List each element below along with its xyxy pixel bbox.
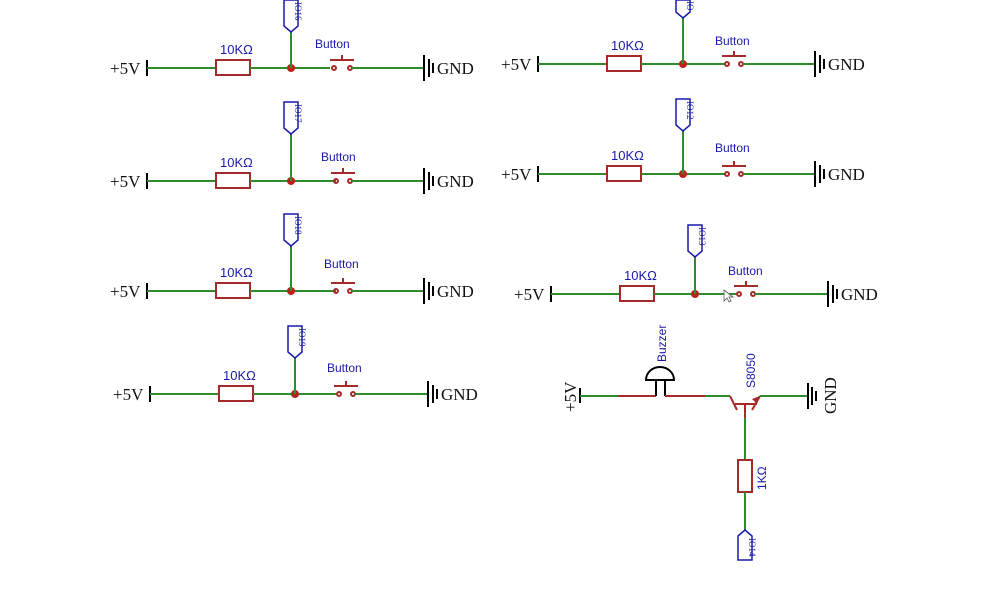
resistor-label: 1KΩ [755,466,769,490]
buzzer-label: Buzzer [655,325,669,362]
net-label-io12 [675,98,691,132]
resistor-label: 10KΩ [624,268,657,283]
supply-label: +5V [110,282,141,301]
button-circuit-1: +5V 10KΩ IO16 Button GND [110,0,474,81]
net-label-io17 [283,101,299,135]
ground-label: GND [437,282,474,301]
button-circuit-6: +5V 10KΩ IO12 Button GND [501,98,865,187]
push-button [331,168,355,184]
resistor-10k [215,172,251,189]
button-circuit-5: +5V 10KΩ IO Button GND [501,0,865,77]
button-label: Button [728,264,763,278]
resistor-10k [215,59,251,76]
ground-label: GND [437,172,474,191]
net-label-io13 [687,224,703,258]
net-label-text: IO [685,1,695,11]
net-label-text: IO12 [685,101,695,120]
button-circuit-2: +5V 10KΩ IO17 Button GND [110,101,474,194]
transistor-s8050 [729,395,761,418]
resistor-label: 10KΩ [220,42,253,57]
net-label-text: IO13 [697,227,707,246]
resistor-10k [606,55,642,72]
resistor-label: 10KΩ [611,148,644,163]
ground-label: GND [828,55,865,74]
net-label-text: IO14 [747,538,757,557]
push-button [330,55,354,71]
supply-label: +5V [514,285,545,304]
net-label-io16 [283,0,299,33]
button-circuit-7: +5V 10KΩ IO13 Button GND [514,224,878,307]
supply-label: +5V [561,381,580,412]
button-label: Button [715,141,750,155]
ground-label: GND [437,59,474,78]
button-label: Button [315,37,350,51]
resistor-10k [619,285,655,302]
resistor-label: 10KΩ [220,265,253,280]
ground-label: GND [841,285,878,304]
emitter-arrow [752,396,760,404]
net-label-text: IO17 [293,104,303,123]
net-label-text: IO18 [293,216,303,235]
net-label-io19 [287,325,303,359]
button-label: Button [715,34,750,48]
push-button [722,161,746,177]
net-label-text: IO19 [297,328,307,347]
net-label-io-partial [675,0,691,19]
transistor-label: S8050 [744,353,758,388]
button-circuit-3: +5V 10KΩ IO18 Button GND [110,213,474,304]
resistor-10k [215,282,251,299]
resistor-label: 10KΩ [611,38,644,53]
push-button [334,381,358,397]
net-label-text: IO16 [293,2,303,21]
buzzer-circuit: +5V Buzzer S8050 GND 1KΩ [561,325,840,561]
resistor-10k [218,385,254,402]
ground-label: GND [828,165,865,184]
button-label: Button [324,257,359,271]
supply-label: +5V [110,172,141,191]
net-label-io18 [283,213,299,247]
resistor-label: 10KΩ [223,368,256,383]
button-circuit-4: +5V 10KΩ IO19 Button GND [113,325,478,407]
push-button [331,278,355,294]
resistor-1k [737,459,753,493]
supply-label: +5V [501,165,532,184]
buzzer-symbol [644,366,676,396]
supply-label: +5V [110,59,141,78]
mouse-cursor-icon [723,289,735,303]
net-label-io14 [737,529,753,561]
resistor-label: 10KΩ [220,155,253,170]
supply-label: +5V [113,385,144,404]
push-button [734,281,758,297]
button-label: Button [327,361,362,375]
ground-label: GND [441,385,478,404]
resistor-10k [606,165,642,182]
ground-label: GND [821,377,840,414]
button-label: Button [321,150,356,164]
supply-label: +5V [501,55,532,74]
push-button [722,51,746,67]
